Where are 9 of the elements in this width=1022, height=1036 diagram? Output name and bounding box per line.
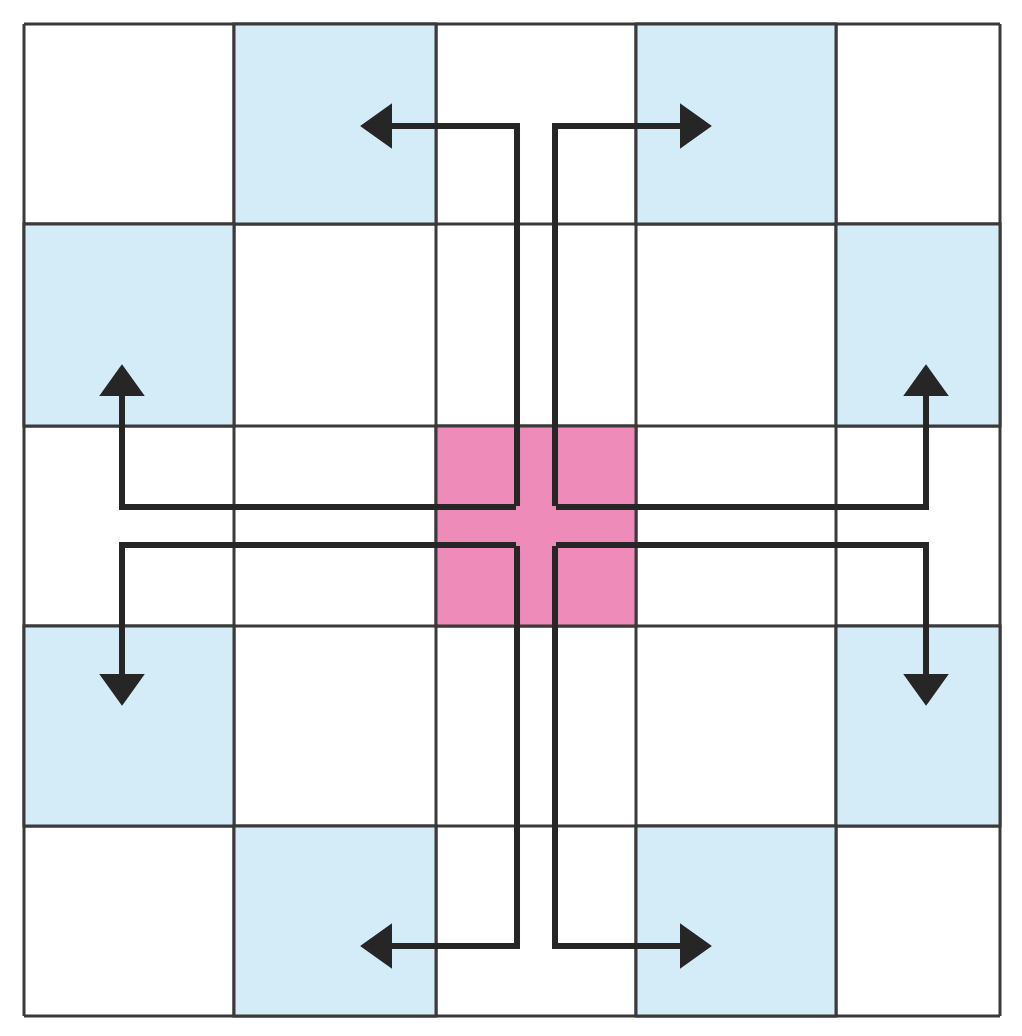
center-square [434,424,638,628]
target-square [634,22,838,226]
target-square [22,222,236,428]
target-square [232,824,438,1018]
target-square [232,22,438,226]
target-square [634,824,838,1018]
target-square [22,624,236,828]
target-square [834,222,1002,428]
target-square [834,624,1002,828]
